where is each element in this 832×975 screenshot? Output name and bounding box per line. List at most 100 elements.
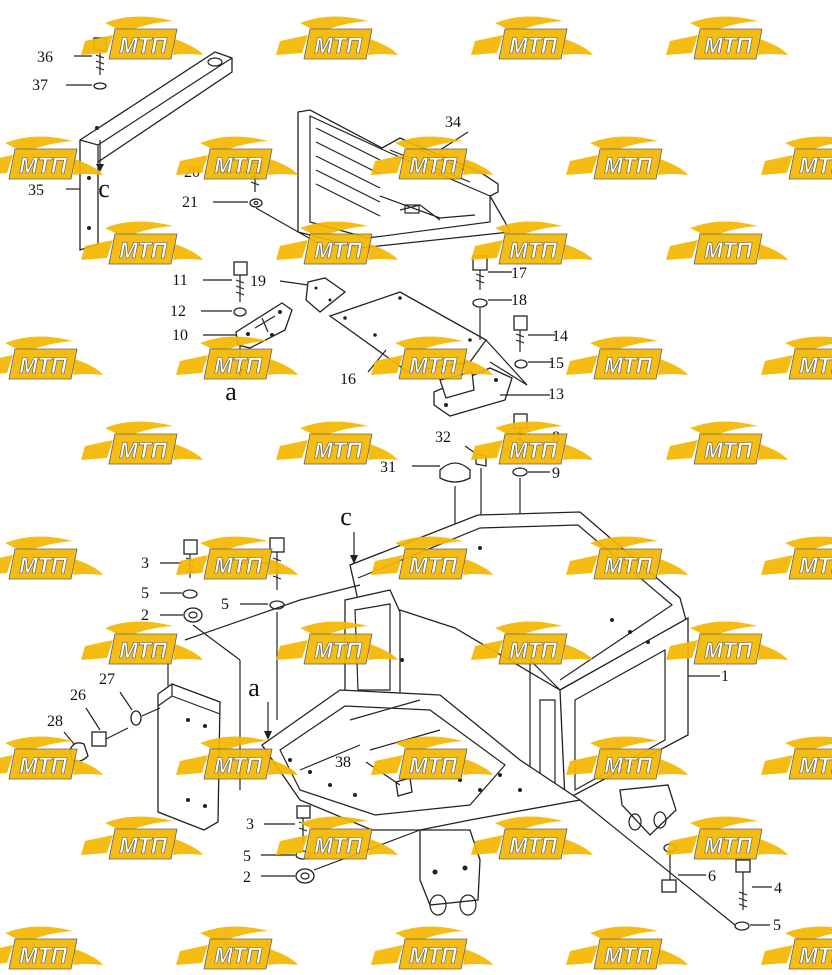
mtp-logo-watermark: МТП <box>371 536 493 580</box>
mtp-logo-text: МТП <box>214 753 263 778</box>
mtp-logo-watermark: МТП <box>371 136 493 180</box>
mtp-logo-text: МТП <box>604 943 653 968</box>
mtp-logo-watermark: МТП <box>81 421 203 465</box>
part-number-4: 4 <box>774 880 782 897</box>
mtp-logo-watermark: МТП <box>176 736 298 780</box>
mtp-logo-watermark: МТП <box>0 736 103 780</box>
part-number-5: 5 <box>243 848 251 865</box>
mtp-logo-watermark: МТП <box>81 816 203 860</box>
part-number-5: 5 <box>773 917 781 934</box>
mtp-logo-watermark: МТП <box>81 621 203 665</box>
mtp-logo-text: МТП <box>799 753 832 778</box>
plate-25 <box>157 660 241 831</box>
mtp-logo-text: МТП <box>509 438 558 463</box>
part-number-37: 37 <box>32 77 48 94</box>
bolt-14 <box>513 315 555 352</box>
part-number-17: 17 <box>511 265 527 282</box>
mtp-logo-watermark: МТП <box>0 136 103 180</box>
mtp-logo-text: МТП <box>119 438 168 463</box>
part-number-19: 19 <box>250 273 266 290</box>
mtp-logo-watermark: МТП <box>761 536 832 580</box>
mtp-logo-text: МТП <box>604 153 653 178</box>
part-number-35: 35 <box>28 182 44 199</box>
mtp-logo-text: МТП <box>704 833 753 858</box>
mtp-logo-watermark: МТП <box>176 536 298 580</box>
mtp-logo-text: МТП <box>119 638 168 663</box>
spacer-2-left <box>160 607 241 661</box>
mtp-logo-watermark: МТП <box>471 221 593 265</box>
view-marker-a: a <box>225 377 237 406</box>
mtp-logo-text: МТП <box>314 238 363 263</box>
mtp-logo-text: МТП <box>314 438 363 463</box>
view-marker-c: c <box>98 174 110 203</box>
mtp-logo-text: МТП <box>409 753 458 778</box>
mtp-logo-text: МТП <box>509 638 558 663</box>
bolt-26 <box>85 707 129 747</box>
mtp-logo-watermark: МТП <box>666 816 788 860</box>
part-number-11: 11 <box>172 272 187 289</box>
washer-18 <box>472 298 512 340</box>
mtp-logo-text: МТП <box>604 353 653 378</box>
part-number-2: 2 <box>243 869 251 886</box>
mtp-logo-text: МТП <box>19 553 68 578</box>
mtp-logo-text: МТП <box>19 753 68 778</box>
mtp-logo-text: МТП <box>214 943 263 968</box>
part-number-15: 15 <box>548 355 564 372</box>
mtp-logo-watermark: МТП <box>81 16 203 60</box>
mtp-logo-text: МТП <box>409 553 458 578</box>
mtp-logo-text: МТП <box>19 353 68 378</box>
mtp-logo-text: МТП <box>214 153 263 178</box>
washer-15 <box>514 359 552 369</box>
mtp-logo-watermark: МТП <box>276 421 398 465</box>
bolt-4-bottom <box>735 859 772 910</box>
part-number-1: 1 <box>721 668 729 685</box>
cap-31 <box>412 462 471 548</box>
part-number-28: 28 <box>47 713 63 730</box>
mtp-logo-watermark: МТП <box>276 221 398 265</box>
mtp-logo-text: МТП <box>19 153 68 178</box>
mtp-logo-watermark: МТП <box>761 736 832 780</box>
mtp-logo-watermark: МТП <box>566 336 688 380</box>
part-number-32: 32 <box>435 429 451 446</box>
bracket-35 <box>79 51 233 251</box>
mtp-logo-watermark: МТП <box>761 926 832 970</box>
part-number-38: 38 <box>335 754 351 771</box>
mtp-logo-text: МТП <box>314 638 363 663</box>
mtp-logo-watermark: МТП <box>471 816 593 860</box>
part-number-6: 6 <box>708 868 716 885</box>
mtp-logo-watermark: МТП <box>666 621 788 665</box>
part-number-12: 12 <box>170 303 186 320</box>
mtp-logo-watermark: МТП <box>0 536 103 580</box>
washer-12 <box>201 307 247 317</box>
gasket-19 <box>279 277 347 313</box>
part-number-10: 10 <box>172 327 188 344</box>
part-number-3: 3 <box>141 555 149 572</box>
part-number-5: 5 <box>141 585 149 602</box>
part-number-34: 34 <box>445 114 461 131</box>
mtp-logo-watermark: МТП <box>0 926 103 970</box>
mtp-logo-text: МТП <box>509 33 558 58</box>
mtp-logo-text: МТП <box>409 153 458 178</box>
washer-5-left <box>160 589 198 599</box>
part-number-31: 31 <box>380 459 396 476</box>
part-number-2: 2 <box>141 607 149 624</box>
mtp-logo-watermark: МТП <box>761 136 832 180</box>
mtp-logo-watermark: МТП <box>566 736 688 780</box>
mtp-logo-text: МТП <box>799 353 832 378</box>
washer-27 <box>119 691 161 726</box>
mtp-logo-watermark: МТП <box>276 816 398 860</box>
mtp-logo-text: МТП <box>314 33 363 58</box>
mtp-logo-watermark: МТП <box>566 536 688 580</box>
part-number-13: 13 <box>548 386 564 403</box>
part-number-3: 3 <box>246 816 254 833</box>
mtp-logo-text: МТП <box>604 553 653 578</box>
mtp-logo-text: МТП <box>119 238 168 263</box>
part-number-18: 18 <box>511 292 527 309</box>
watermark-logos: МТП МТП МТП МТП МТП МТП МТП МТП МТП МТП МТП МТП МТП М… <box>0 16 832 970</box>
bolt-11 <box>203 261 248 302</box>
part-number-26: 26 <box>70 687 86 704</box>
view-marker-c: c <box>340 502 352 531</box>
mtp-logo-text: МТП <box>509 238 558 263</box>
